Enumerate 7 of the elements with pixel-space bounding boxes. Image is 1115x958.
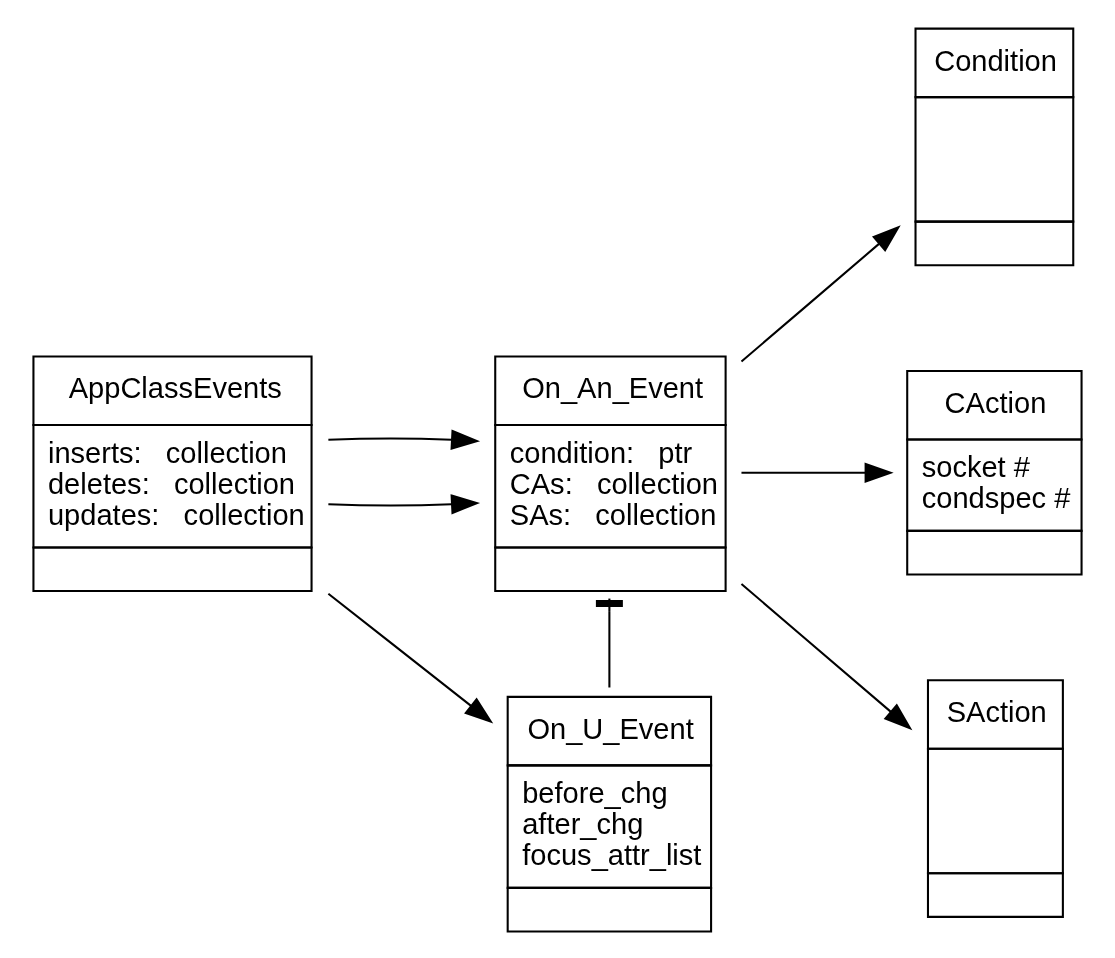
arrow xyxy=(741,462,894,483)
arrow xyxy=(328,493,481,514)
arrow xyxy=(740,224,901,362)
arrow xyxy=(328,429,481,450)
arrow xyxy=(327,592,494,723)
arrow xyxy=(740,582,913,730)
connector xyxy=(595,598,623,687)
